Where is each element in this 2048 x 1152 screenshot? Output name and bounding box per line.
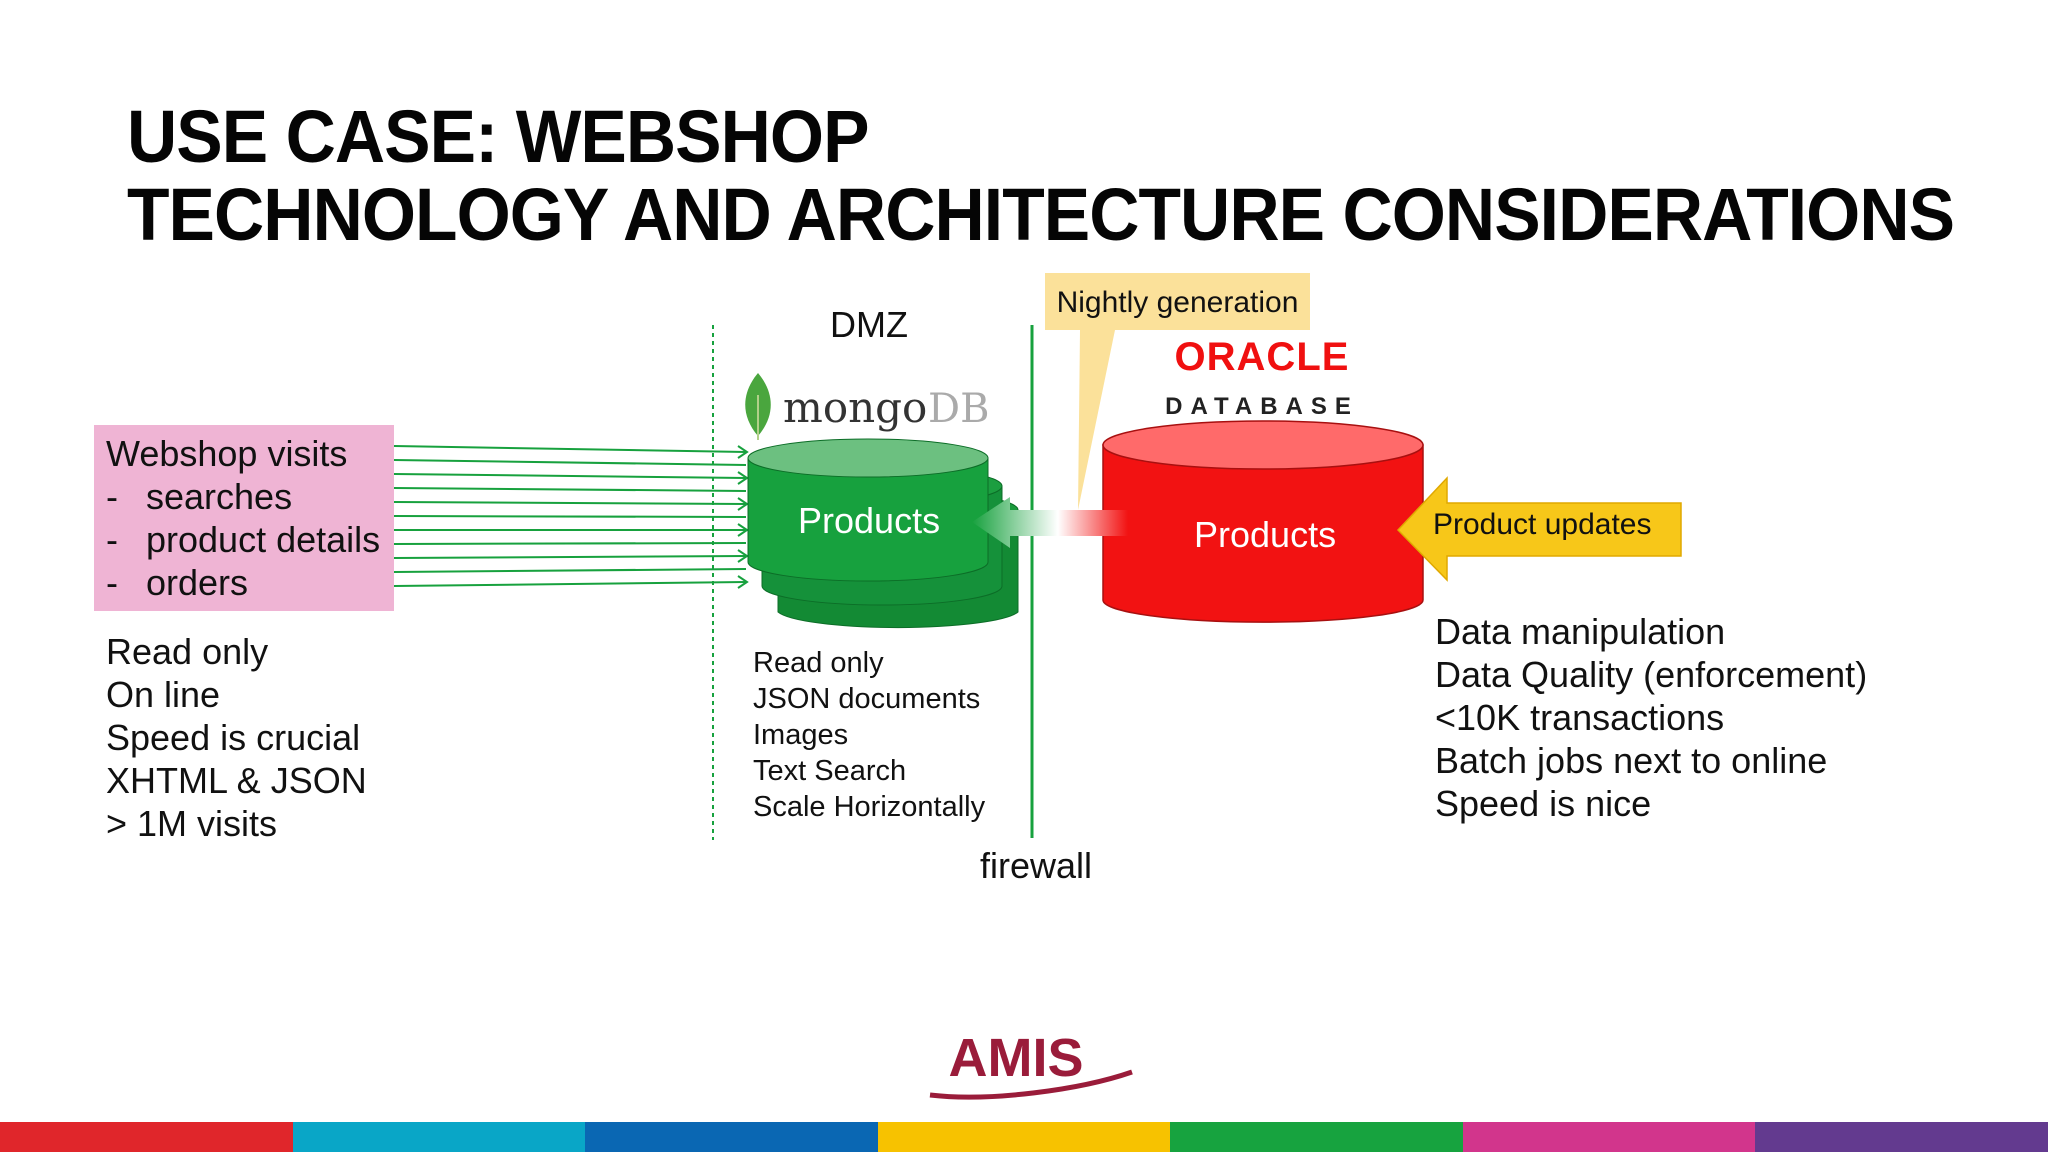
oracle-property: <10K transactions — [1435, 697, 1725, 738]
oracle-products-cylinder — [1102, 420, 1424, 623]
oracle-logo: ORACLE DATABASE — [1165, 335, 1359, 420]
title-line-1: USE CASE: WEBSHOP — [127, 95, 869, 178]
mongodb-products-cylinders — [747, 438, 1019, 629]
webshop-visits-list: Webshop visits -searches -product detail… — [106, 432, 380, 604]
mongodb-property: JSON documents — [753, 683, 981, 715]
mongodb-property: Read only — [753, 647, 884, 679]
oracle-properties: Data manipulation Data Quality (enforcem… — [1435, 610, 1867, 825]
footer-stripe — [292, 1122, 586, 1152]
oracle-property: Data manipulation — [1435, 611, 1726, 652]
footer-color-stripes — [0, 1122, 2048, 1152]
webshop-property: Read only — [106, 631, 269, 672]
firewall-label: firewall — [980, 845, 1093, 886]
title-line-2: TECHNOLOGY AND ARCHITECTURE CONSIDERATIO… — [127, 173, 1955, 256]
mongodb-logo: mongo DB — [783, 383, 989, 432]
svg-text:mongo: mongo — [783, 383, 927, 432]
mongodb-property: Scale Horizontally — [753, 791, 986, 823]
webshop-box — [94, 425, 394, 611]
mongodb-products-label: Products — [798, 500, 941, 541]
dmz-label: DMZ — [830, 304, 908, 345]
mongodb-properties: Read only JSON documents Images Text Sea… — [753, 645, 985, 825]
svg-text:AMIS: AMIS — [949, 1028, 1084, 1088]
svg-text:DATABASE: DATABASE — [1165, 393, 1359, 420]
webshop-item: -product details — [106, 519, 381, 560]
footer-stripe — [1755, 1122, 2048, 1152]
mongodb-property: Images — [753, 719, 849, 751]
oracle-property: Speed is nice — [1435, 783, 1652, 824]
product-updates-arrow — [1396, 476, 1682, 582]
webshop-heading: Webshop visits — [106, 433, 348, 474]
oracle-products-label: Products — [1194, 514, 1337, 555]
product-updates-label: Product updates — [1433, 508, 1652, 541]
webshop-item: -searches — [106, 476, 293, 517]
mongodb-cylinder-top — [747, 438, 989, 478]
oracle-property: Batch jobs next to online — [1435, 740, 1828, 781]
webshop-property: > 1M visits — [106, 803, 278, 844]
webshop-property: XHTML & JSON — [106, 760, 367, 801]
amis-logo: AMIS — [929, 1028, 1133, 1100]
svg-text:ORACLE: ORACLE — [1175, 335, 1350, 379]
footer-stripe — [1462, 1122, 1756, 1152]
webshop-property: Speed is crucial — [106, 717, 361, 758]
footer-stripe — [1170, 1122, 1463, 1152]
nightly-generation-label: Nightly generation — [1056, 286, 1299, 319]
slide-title: USE CASE: WEBSHOP TECHNOLOGY AND ARCHITE… — [127, 95, 1955, 256]
footer-stripe — [0, 1122, 293, 1152]
request-arrows — [393, 445, 749, 589]
nightly-generation-callout — [1045, 273, 1310, 510]
footer-stripe — [877, 1122, 1171, 1152]
svg-text:DB: DB — [928, 386, 989, 432]
mongodb-property: Text Search — [753, 755, 907, 787]
webshop-item: -orders — [106, 562, 249, 603]
webshop-properties: Read only On line Speed is crucial XHTML… — [106, 630, 367, 845]
nightly-generation-arrow — [972, 497, 1128, 548]
footer-stripe — [585, 1122, 878, 1152]
oracle-property: Data Quality (enforcement) — [1435, 654, 1868, 695]
webshop-property: On line — [106, 674, 221, 715]
